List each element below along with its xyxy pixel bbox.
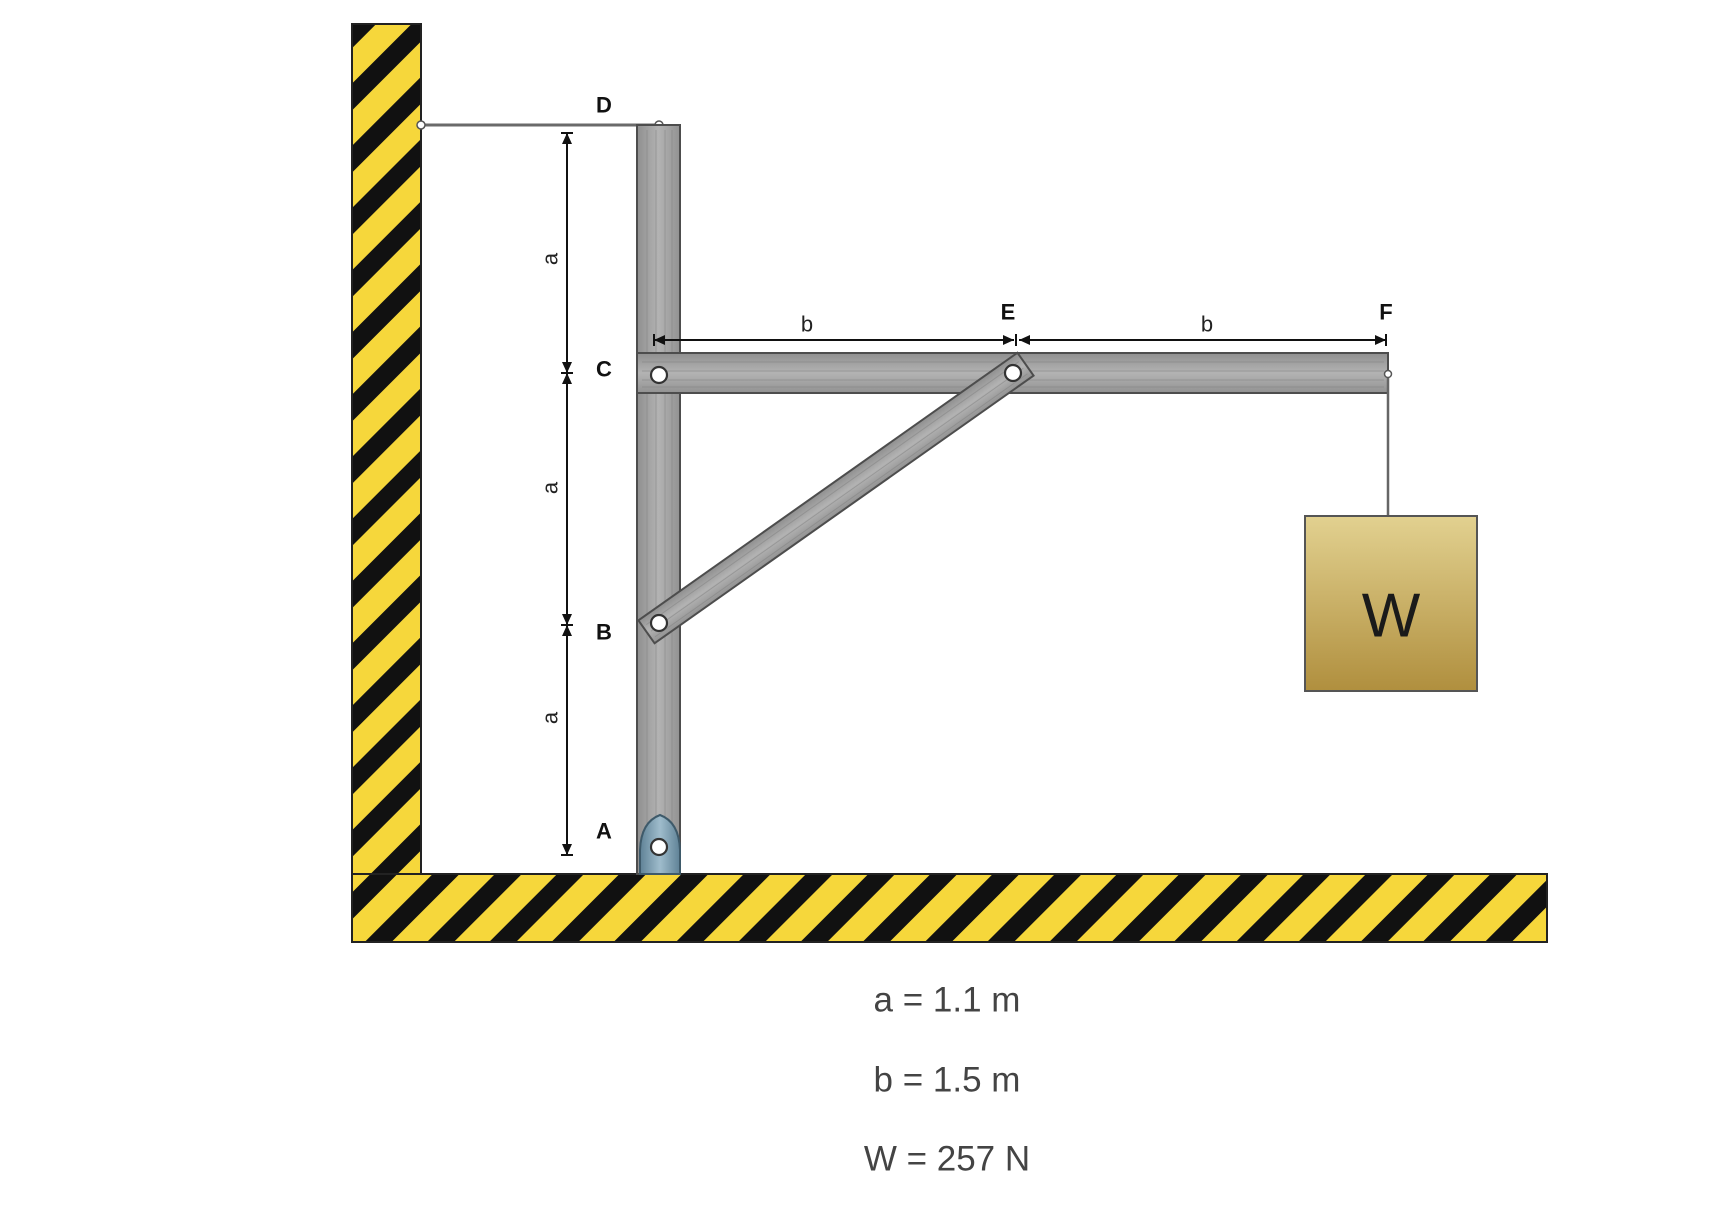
dim-label-b-left: b [801, 312, 813, 337]
rope-anchor-f [1383, 369, 1393, 379]
point-label-a: A [596, 819, 612, 844]
dim-label-a-top: a [538, 252, 563, 265]
dim-label-a-middle: a [538, 481, 563, 494]
horizontal-dimension [653, 334, 1387, 346]
hazard-wall [351, 23, 422, 875]
diagonal-brace [637, 351, 1035, 645]
given-w: W = 257 N [864, 1140, 1030, 1179]
vertical-dimension [561, 132, 573, 856]
given-b: b = 1.5 m [874, 1061, 1021, 1100]
hazard-floor [351, 873, 1548, 943]
given-a: a = 1.1 m [874, 981, 1021, 1020]
vertical-post [636, 124, 681, 875]
point-label-b: B [596, 620, 612, 645]
cable-wall-anchor [416, 120, 426, 130]
dim-label-b-right: b [1201, 312, 1213, 337]
pin-e [1003, 363, 1023, 383]
weight-label: W [1362, 582, 1421, 651]
weight-box [1304, 515, 1478, 692]
pin-a [649, 837, 669, 857]
dim-label-a-bottom: a [538, 711, 563, 724]
pin-b [649, 613, 669, 633]
point-label-e: E [1001, 300, 1016, 325]
point-label-d: D [596, 93, 612, 118]
point-label-c: C [596, 357, 612, 382]
point-label-f: F [1379, 300, 1392, 325]
pin-c [649, 365, 669, 385]
